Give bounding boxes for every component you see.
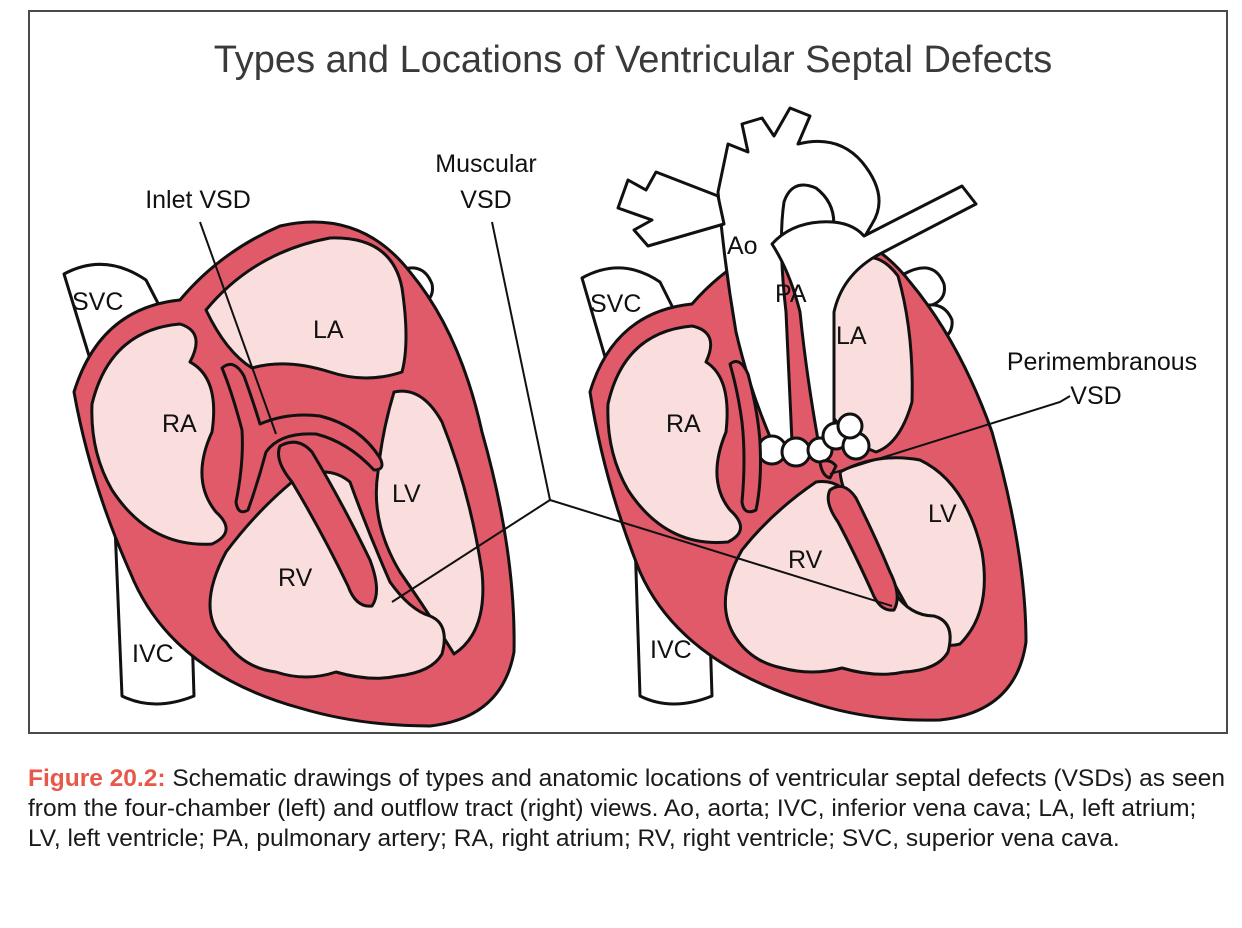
muscular-vsd-leader-right [549, 499, 893, 607]
right-la-label: LA [836, 322, 867, 350]
right-ventricular-septum [826, 484, 899, 612]
pa-label: PA [775, 280, 807, 308]
right-lv-label: LV [928, 500, 957, 528]
perimembranous-vsd-label-line1: Perimembranous [1007, 348, 1197, 376]
muscular-vsd-leader-stem [491, 221, 551, 501]
pulmonary-artery-vessel [770, 184, 978, 442]
perimembranous-vsd-label-line2: VSD [1070, 382, 1121, 410]
left-svc-label: SVC [72, 288, 123, 316]
right-atrial-septum [728, 360, 762, 514]
left-ventricular-septum [277, 440, 378, 608]
right-ivc-label: IVC [650, 636, 692, 664]
left-heart-four-chamber-view: RA LA LV RV SVC IVC Inlet VSD [62, 186, 516, 728]
right-rv-label: RV [788, 546, 823, 574]
vsd-diagram: Types and Locations of Ventricular Septa… [62, 39, 1197, 728]
left-rv-label: RV [278, 564, 313, 592]
perimembranous-vsd-leader [829, 395, 1071, 475]
figure-frame: Types and Locations of Ventricular Septa… [28, 10, 1228, 734]
inlet-vsd-label: Inlet VSD [145, 186, 251, 214]
left-branch-vessel [616, 170, 726, 248]
left-rv-chamber [208, 470, 446, 680]
figure-title: Types and Locations of Ventricular Septa… [214, 39, 1053, 81]
left-ra-label: RA [162, 410, 197, 438]
semilunar-valves [756, 412, 871, 468]
muscular-vsd-callout: Muscular VSD [391, 150, 893, 607]
inlet-vsd-leader [199, 221, 277, 435]
aorta-vessel [716, 106, 881, 448]
left-atrial-septum [220, 362, 384, 514]
figure-caption: Figure 20.2: Schematic drawings of types… [28, 764, 1228, 854]
caption-figure-label: Figure 20.2: [28, 765, 166, 792]
ao-label: Ao [727, 232, 758, 260]
right-heart-outflow-view: Ao PA RA LA LV RV SVC IVC Perimembranous… [580, 106, 1197, 722]
right-ra-label: RA [666, 410, 701, 438]
right-svc-label: SVC [590, 290, 641, 318]
right-ra-chamber [606, 324, 742, 545]
muscular-vsd-leader-left [391, 499, 551, 603]
left-lv-label: LV [392, 480, 421, 508]
left-ivc-label: IVC [132, 640, 174, 668]
muscular-vsd-label-line1: Muscular [435, 150, 536, 178]
caption-text: Schematic drawings of types and anatomic… [28, 765, 1225, 852]
left-ra-chamber [90, 322, 228, 546]
left-la-label: LA [313, 316, 344, 344]
left-lv-chamber [374, 389, 485, 656]
left-la-chamber [204, 236, 408, 380]
muscular-vsd-label-line2: VSD [460, 186, 511, 214]
